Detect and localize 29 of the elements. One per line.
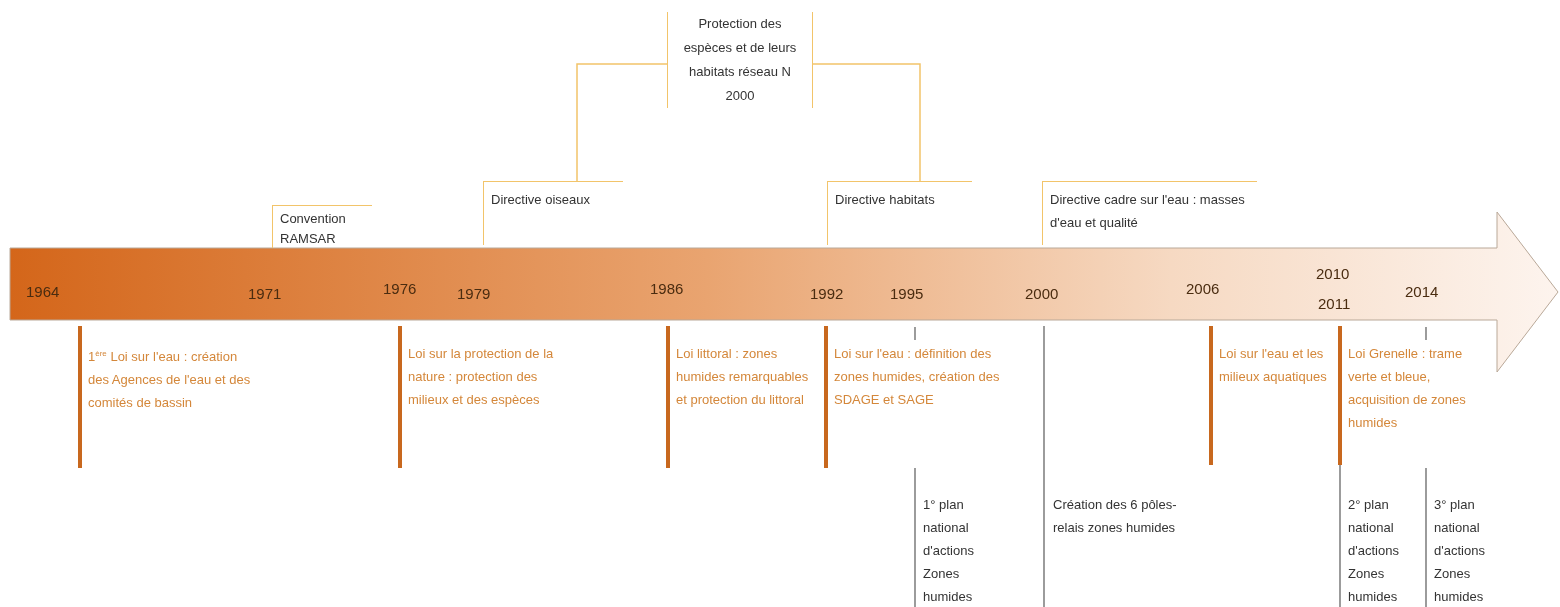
year-label: 2011 — [1318, 294, 1352, 314]
event-text: Loi Grenelle : trame verte et bleue, acquisition de zones humides — [1347, 345, 1467, 432]
year-label: 2006 — [1186, 279, 1221, 299]
event-text: Loi sur l'eau et les milieux aquatiques — [1218, 345, 1328, 386]
connector-line — [812, 63, 921, 182]
callout-text: Convention RAMSAR — [272, 205, 372, 248]
connector-line — [576, 63, 668, 182]
event-text: Loi littoral : zones humides remarquables et protection du littoral — [675, 345, 810, 409]
event-text: 3° plan national d'actions Zones humides — [1433, 496, 1486, 606]
year-label: 2010 — [1316, 264, 1351, 284]
bracket-callout: Protection des espèces et de leurs habitats réseau N 2000 — [667, 12, 813, 108]
year-label: 1992 — [810, 284, 845, 304]
callout-box: Directive habitats — [827, 181, 972, 245]
event-text: Loi sur l'eau : définition des zones humides, création des SDAGE et SAGE — [833, 345, 1000, 409]
event-text: Loi sur la protection de la nature : protection des milieux et des espèces — [407, 345, 554, 409]
year-label: 1964 — [26, 282, 61, 302]
year-label: 1986 — [650, 279, 685, 299]
year-label: 1971 — [248, 284, 283, 304]
event-text: 1$^{ère}$ Loi sur l'eau : création des Agences de l'eau et des comités de bassin — [87, 348, 252, 413]
year-label: 2000 — [1025, 284, 1060, 304]
event-text: 2° plan national d'actions Zones humides — [1347, 496, 1400, 606]
year-label: 2014 — [1405, 282, 1440, 302]
event-text: Création des 6 pôles-relais zones humides — [1052, 496, 1178, 537]
year-label: 1976 — [383, 279, 418, 299]
year-label: 1979 — [457, 284, 492, 304]
event-text: 1° plan national d'actions Zones humides — [922, 496, 975, 606]
year-label: 1995 — [890, 284, 925, 304]
callout-box: Directive oiseaux — [483, 181, 623, 245]
callout-text: Directive cadre sur l'eau : masses d'eau et qualité — [1042, 181, 1257, 245]
